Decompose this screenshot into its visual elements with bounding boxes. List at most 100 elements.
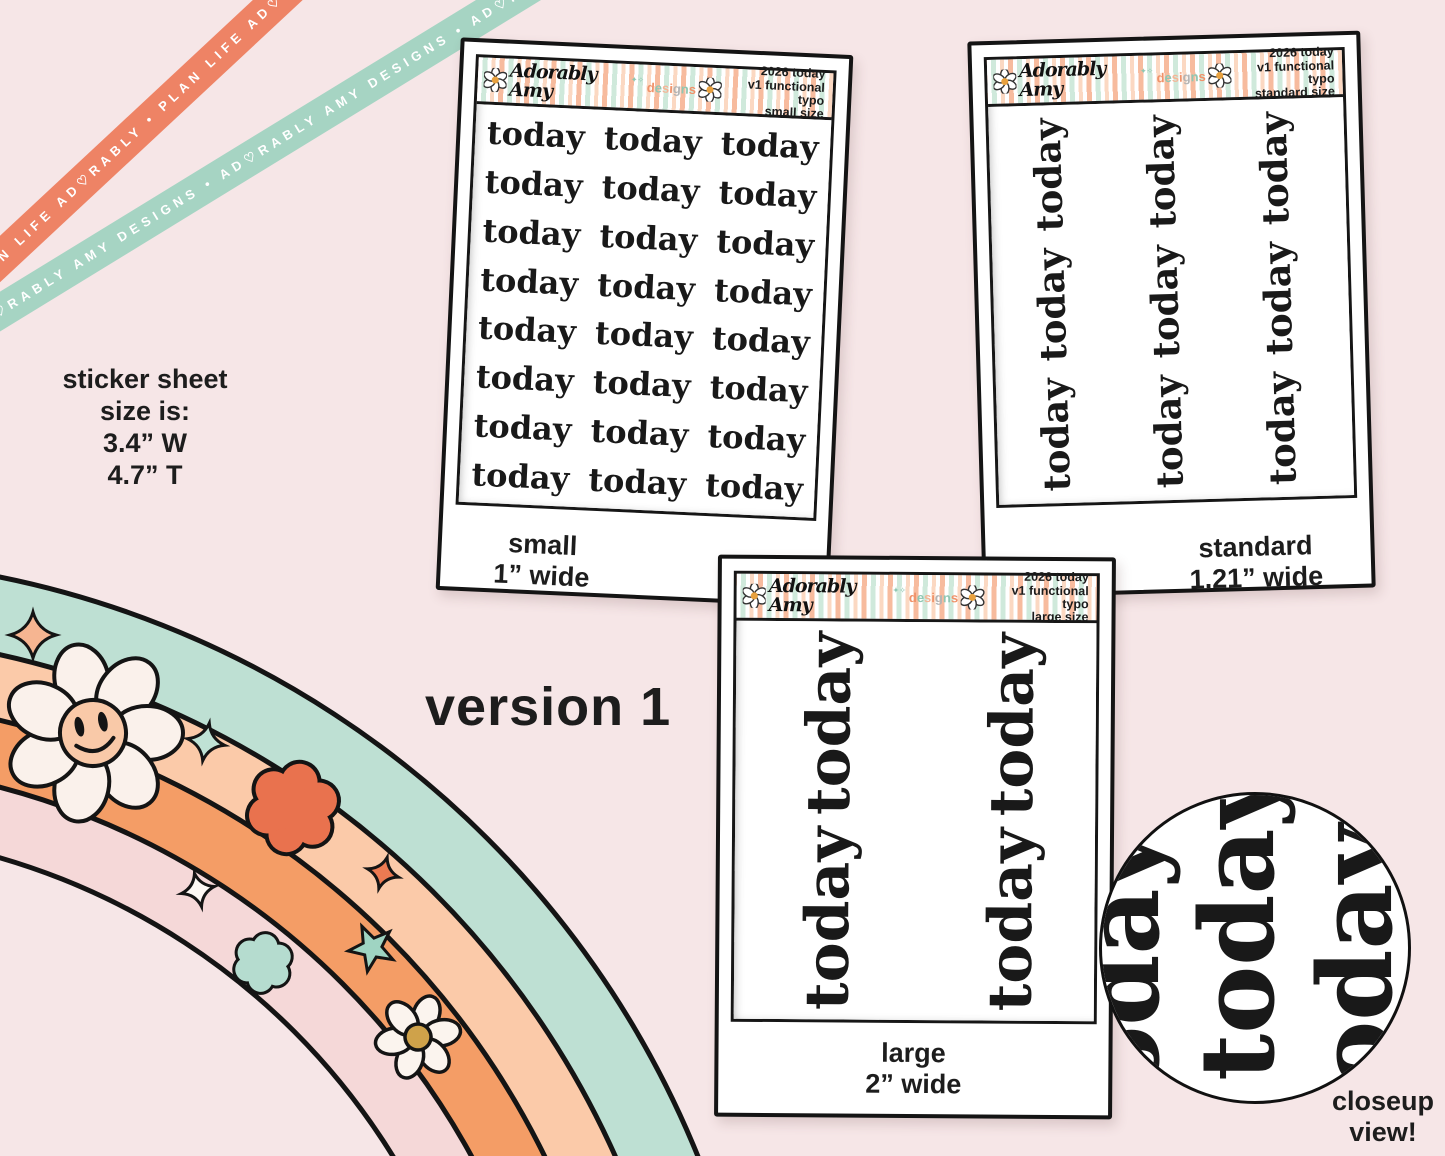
size-note-line: 3.4” W [102, 427, 188, 458]
sticker-word: today [713, 270, 813, 314]
sticker-word: today [472, 406, 573, 449]
sticker-word: today [475, 357, 575, 400]
sheet-title-line: v1 functional typo [1011, 583, 1089, 612]
smiley-daisy-icon [6, 642, 185, 824]
sticker-word: today [477, 308, 577, 352]
sticker-grid: today today today today today today today today… [988, 97, 1355, 505]
brand-name: Adorably Amy [1018, 57, 1106, 102]
sheet-size-label: small 1” wide [446, 525, 639, 595]
sticker-word: today [975, 827, 1048, 1012]
sticker-word: today [706, 416, 807, 460]
sticker-word: today [596, 265, 696, 308]
sparkle-doodle-icon: ✦✧ [1139, 65, 1154, 76]
sticker-word: today [598, 216, 699, 260]
size-label-name: large [881, 1037, 946, 1069]
sticker-word: today [594, 314, 694, 357]
closeup-label-line: view! [1349, 1117, 1417, 1148]
sticker-word: today [793, 630, 866, 815]
sticker-word: today [587, 460, 687, 503]
rainbow-graphic [0, 574, 701, 1156]
sticker-word: today [1031, 377, 1079, 492]
sticker-word: today [1024, 117, 1072, 232]
sticker-word: today [589, 411, 690, 454]
sticker-word: today [600, 168, 701, 211]
gold-daisy-icon [373, 994, 463, 1080]
coral-sparkle-icon [362, 852, 404, 894]
coral-ribbon-text: PLAN LIFE AD♡RABLY • PLAN LIFE AD♡RABLY … [0, 0, 391, 293]
size-label-width: 2” wide [865, 1068, 962, 1100]
sheet-title-line: 2026 today [1024, 570, 1089, 585]
sticker-sheet-small: Adorably Amy ✦✧ designs [455, 54, 837, 521]
peach-sparkle-icon [4, 606, 62, 664]
sheet-header: Adorably Amy ✦✧ designs [986, 45, 1343, 108]
sticker-word: today [1295, 824, 1411, 1104]
size-note-line: 4.7” T [107, 459, 183, 490]
closeup-label-line: closeup [1331, 1086, 1435, 1116]
sticker-word: today [1254, 240, 1302, 356]
sticker-word: today [486, 114, 586, 157]
sticker-word: today [1257, 370, 1306, 486]
sheet-header: Adorably Amy ✦✧ designs [736, 570, 1097, 625]
sticker-word: today [470, 454, 571, 498]
sticker-word: today [481, 211, 582, 254]
sticker-word: today [1144, 373, 1193, 489]
sticker-word: today [1137, 114, 1185, 229]
daisy-icon [742, 583, 766, 608]
closeup-label: closeup view! [1327, 1086, 1439, 1148]
daisy-icon [1208, 63, 1232, 88]
brand-logo: Adorably Amy ✦✧ designs [993, 56, 1232, 101]
size-note-line: size is: [99, 395, 191, 426]
sticker-word: today [483, 162, 584, 206]
daisy-icon [961, 585, 985, 610]
daisy-icon [993, 69, 1017, 94]
sticker-word: today [711, 319, 811, 362]
sticker-sheet-card-small: Adorably Amy ✦✧ designs [435, 37, 854, 608]
sticker-sheet-card-large: Adorably Amy ✦✧ designs [714, 554, 1116, 1120]
sticker-sheet-standard: Adorably Amy ✦✧ designs [983, 45, 1358, 508]
sheet-size-label: standard 1.21” wide [1155, 529, 1357, 596]
sticker-word: today [479, 260, 579, 303]
brand-designs: designs [646, 79, 697, 97]
brand-logo: Adorably Amy ✦✧ designs [742, 574, 985, 617]
sheet-title: 2026 today v1 functional typo large size [984, 570, 1089, 625]
sticker-word: today [704, 465, 804, 508]
sticker-grid: today today today today today today today today… [458, 104, 832, 518]
sparkle-doodle-icon: ✦✧ [892, 585, 906, 595]
size-label-width: 1.21” wide [1189, 560, 1324, 595]
mint-sparkle-icon [181, 717, 231, 767]
daisy-icon [698, 77, 723, 103]
sheet-size-note: sticker sheet size is: 3.4” W 4.7” T [38, 364, 252, 491]
sticker-word: today [792, 825, 864, 1010]
version-label: version 1 [425, 677, 672, 737]
sheet-header: Adorably Amy ✦✧ designs [476, 57, 834, 122]
sticker-word: today [1250, 110, 1298, 226]
sticker-word: today [1099, 829, 1183, 1101]
sticker-word: today [719, 124, 820, 168]
mint-flower-icon [232, 931, 294, 995]
brand-name: Adorably Amy [508, 59, 598, 103]
sticker-word: today [1141, 244, 1189, 359]
size-note-line: sticker sheet [62, 364, 228, 394]
sticker-word: today [591, 362, 692, 406]
sticker-word: today [715, 222, 815, 265]
sticker-word: today [1177, 792, 1298, 1081]
brand-designs: designs [908, 589, 959, 605]
sticker-sheet-large: Adorably Amy ✦✧ designs [730, 570, 1100, 1025]
sheet-title: 2026 today v1 functional typo small size [721, 64, 826, 122]
white-sparkle-icon [175, 867, 221, 913]
daisy-icon [483, 67, 508, 93]
brand-name: Adorably Amy [768, 574, 856, 617]
sticker-word: today [1028, 247, 1076, 362]
closeup-circle: today today today [1099, 792, 1411, 1104]
sticker-word: today [977, 632, 1049, 817]
sticker-sheet-card-standard: Adorably Amy ✦✧ designs [967, 30, 1376, 599]
sheet-size-label: large 2” wide [718, 1037, 1108, 1101]
brand-logo: Adorably Amy ✦✧ designs [483, 60, 723, 109]
sticker-word: today [708, 368, 809, 411]
sparkle-doodle-icon: ✦✧ [630, 74, 645, 85]
sticker-word: today [717, 173, 818, 216]
sheet-title: 2026 today v1 functional typo standard s… [1231, 45, 1335, 102]
teal-star-icon [343, 922, 397, 976]
